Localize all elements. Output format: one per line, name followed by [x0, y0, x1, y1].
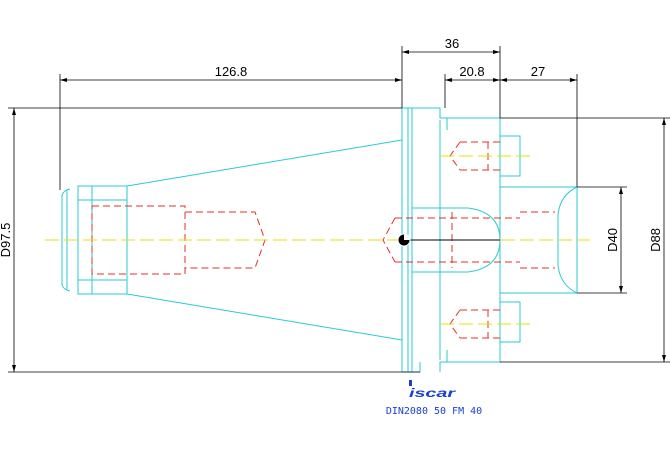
dimension-face-to-shoulder: 20.8: [459, 64, 484, 79]
dimension-total-length: 126.8: [215, 64, 248, 79]
axis-marker-highlight: [404, 234, 410, 240]
dimension-arrows: [12, 50, 666, 372]
dimension-nose-diameter: D88: [648, 228, 663, 252]
dimension-flange-diameter: D97.5: [0, 223, 13, 258]
dimension-flange-length: 36: [445, 36, 459, 51]
brand-logo: iscar: [409, 380, 457, 400]
dimension-lines: [8, 46, 670, 373]
drawing-caption: DIN2080 50 FM 40: [386, 406, 482, 417]
centerlines: [45, 155, 590, 325]
dimension-bore-diameter: D40: [605, 228, 620, 252]
dimension-nose-length: 27: [531, 64, 545, 79]
svg-text:iscar: iscar: [409, 386, 457, 400]
